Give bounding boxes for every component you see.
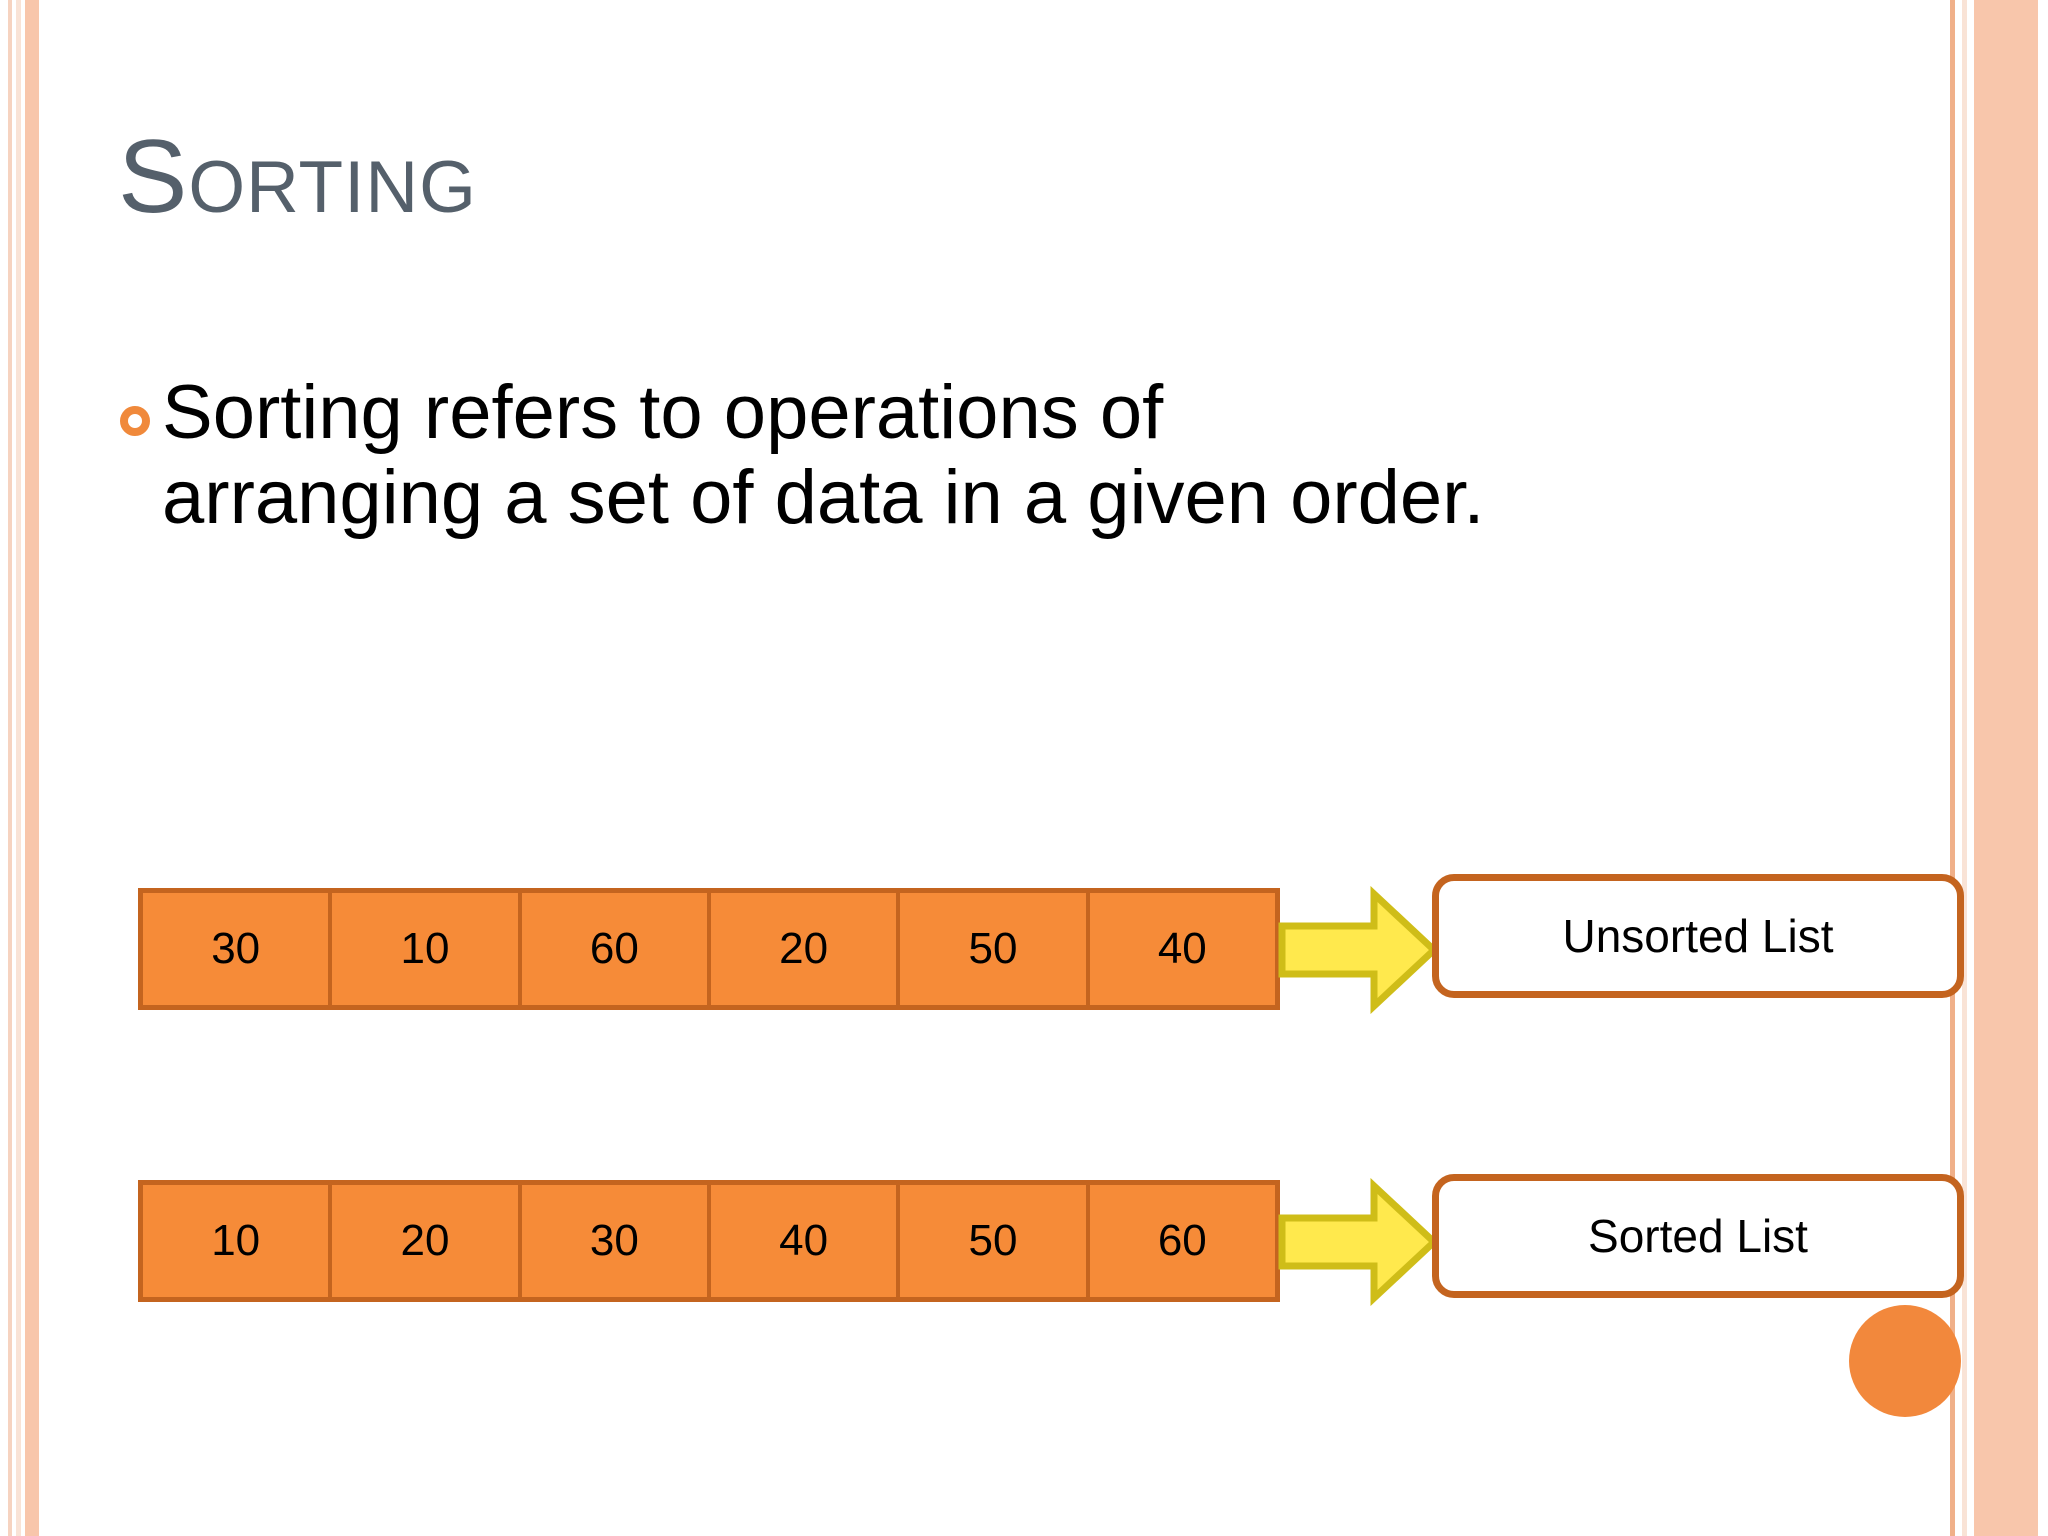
array-cell: 30 xyxy=(143,893,333,1005)
array-cell: 40 xyxy=(711,1185,901,1297)
array-cell: 50 xyxy=(900,1185,1090,1297)
sorted-array-diagram: 10 20 30 40 50 60 Sorted List xyxy=(0,1174,2048,1310)
unsorted-array-bar: 30 10 60 20 50 40 xyxy=(138,888,1280,1010)
block-arrow-right-icon xyxy=(1278,1177,1440,1307)
accent-circle-decoration xyxy=(1849,1305,1961,1417)
unsorted-array-diagram: 30 10 60 20 50 40 Unsorted List xyxy=(0,874,2048,1018)
content-body: Sorting refers to operations of arrangin… xyxy=(120,370,1540,540)
list-item: Sorting refers to operations of arrangin… xyxy=(120,370,1540,540)
bullet-text: Sorting refers to operations of arrangin… xyxy=(162,370,1485,541)
array-cell: 20 xyxy=(711,893,901,1005)
array-cell: 60 xyxy=(522,893,711,1005)
hollow-circle-bullet-icon xyxy=(120,406,150,436)
array-cell: 10 xyxy=(143,1185,333,1297)
right-edge-decoration xyxy=(1938,0,2048,1536)
right-stripe-1 xyxy=(1950,0,1955,1536)
sorted-list-label: Sorted List xyxy=(1432,1174,1964,1298)
page-title: Sorting xyxy=(118,119,477,235)
array-cell: 10 xyxy=(332,893,522,1005)
array-cell: 50 xyxy=(900,893,1090,1005)
left-edge-decoration xyxy=(0,0,46,1536)
right-stripe-3 xyxy=(1974,0,2038,1536)
array-cell: 30 xyxy=(522,1185,711,1297)
left-stripe-2 xyxy=(16,0,21,1536)
array-cell: 60 xyxy=(1157,1216,1207,1265)
array-cell: 20 xyxy=(332,1185,522,1297)
array-cell: 40 xyxy=(1157,924,1207,973)
left-stripe-3 xyxy=(25,0,39,1536)
unsorted-list-label: Unsorted List xyxy=(1432,874,1964,998)
sorted-array-bar: 10 20 30 40 50 60 xyxy=(138,1180,1280,1302)
left-stripe-1 xyxy=(8,0,12,1536)
block-arrow-right-icon xyxy=(1278,885,1440,1015)
right-stripe-2 xyxy=(1962,0,1967,1536)
